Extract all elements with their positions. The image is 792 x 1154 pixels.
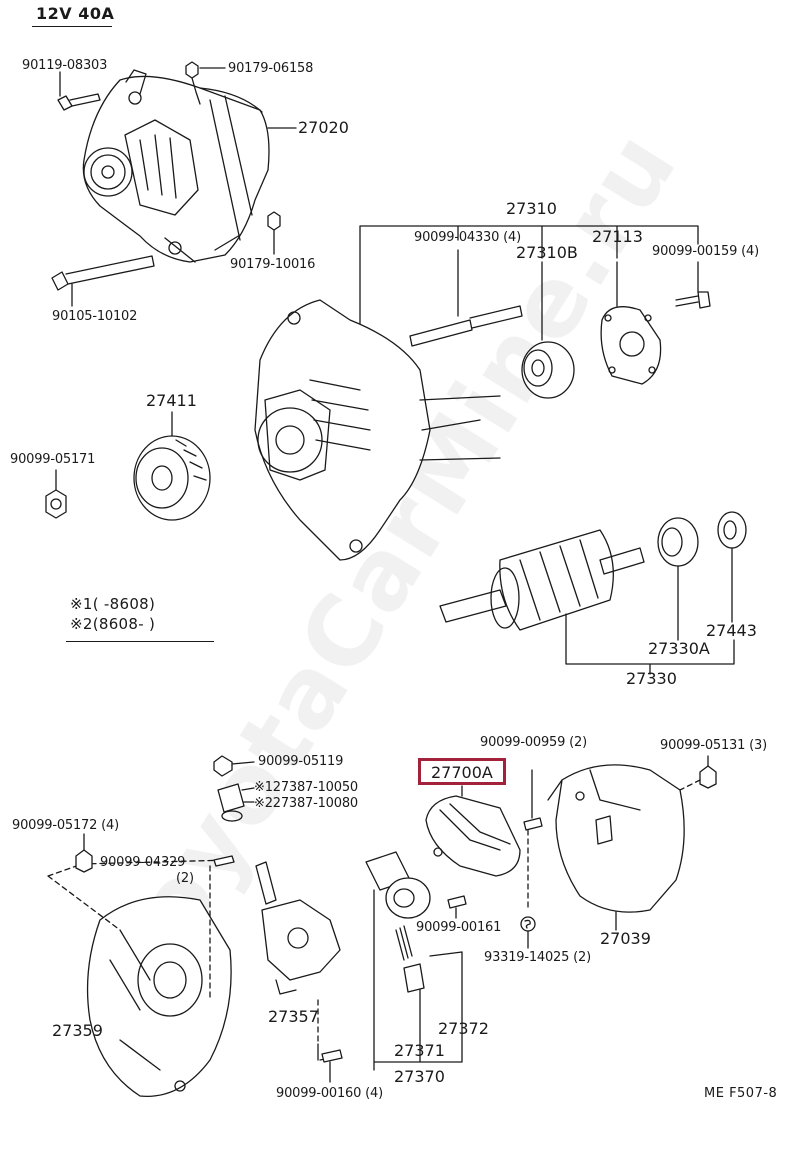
part-label: 27310 — [506, 199, 557, 218]
rear-cover-27039-drawing — [547, 764, 685, 931]
dashed-guide-27039 — [679, 779, 701, 791]
part-label: (2) — [176, 871, 194, 886]
diagram-code: ME F507-8 — [704, 1086, 778, 1101]
part-label: 27330 — [626, 669, 677, 688]
part-label: ※227387-10080 — [254, 796, 358, 811]
part-label: 90099-00161 — [416, 920, 502, 935]
part-label: 27039 — [600, 929, 651, 948]
note-underline — [66, 641, 214, 642]
part-label: 90099-05171 — [10, 452, 96, 467]
part-label: 27443 — [706, 621, 757, 640]
bracket-27330 — [565, 613, 735, 675]
washer-93319-14025-drawing — [520, 916, 536, 949]
leader-27372 — [429, 951, 463, 957]
screw-90099-00159-drawing — [675, 261, 711, 309]
part-label: 27020 — [298, 118, 349, 137]
screw-90099-00160-drawing — [321, 1049, 343, 1083]
pulley-27411-drawing — [133, 411, 211, 521]
part-label: 90119-08303 — [22, 58, 108, 73]
part-label: 90105-10102 — [52, 309, 138, 324]
rectifier-holder-27357-drawing — [255, 861, 341, 1061]
drive-end-frame-drawing — [254, 299, 501, 561]
part-label: 90099-00159 (4) — [652, 244, 759, 259]
nut-90099-05131-drawing — [699, 755, 717, 789]
part-label: 90099-00959 (2) — [480, 735, 587, 750]
part-label: 27113 — [592, 227, 643, 246]
part-label: 27370 — [394, 1067, 445, 1086]
highlighted-part-box[interactable]: 27700A — [418, 758, 506, 785]
rotor-drawing — [439, 529, 645, 631]
part-label: 90099-00160 (4) — [276, 1086, 383, 1101]
page-title: 12V 40A — [36, 4, 115, 23]
part-label: 27330A — [648, 639, 710, 658]
part-label: 27372 — [438, 1019, 489, 1038]
screw-90099-00959-drawing — [523, 769, 543, 911]
part-label: 27411 — [146, 391, 197, 410]
part-label: 27371 — [394, 1041, 445, 1060]
bracket-27310 — [359, 225, 699, 341]
bearing-27330A-drawing — [657, 517, 699, 641]
part-label: 90099-05172 (4) — [12, 818, 119, 833]
nut-90099-05119-drawing — [213, 755, 255, 777]
bolt-90119-08303-drawing — [57, 71, 101, 111]
retainer-plate-27113-drawing — [600, 261, 662, 385]
part-label: 90179-10016 — [230, 257, 316, 272]
alternator-assembly-drawing — [82, 69, 270, 263]
bracket-27370 — [373, 889, 463, 1071]
nut-90179-10016-drawing — [267, 211, 281, 255]
screw-90099-00161-drawing — [447, 895, 467, 919]
brush-holder-27370-drawing — [365, 851, 431, 993]
nut-90099-05172-drawing — [75, 833, 93, 873]
highlighted-part-label: 27700A — [431, 763, 493, 782]
part-label: 90099-04329 — [100, 855, 186, 870]
nut-90099-05171-drawing — [45, 469, 67, 519]
bearing-27310B-drawing — [521, 261, 575, 399]
bolt-90105-10102-drawing — [51, 255, 155, 307]
part-label: 27359 — [52, 1021, 103, 1040]
title-underline — [32, 26, 112, 27]
part-label: 93319-14025 (2) — [484, 950, 591, 965]
part-label: 27310B — [516, 243, 578, 262]
part-label: 90099-04330 (4) — [414, 230, 521, 245]
insulator-27387-drawing — [217, 783, 255, 822]
regulator-27700A-drawing — [425, 785, 521, 877]
part-label: 27357 — [268, 1007, 319, 1026]
cover-27443-drawing — [717, 511, 747, 623]
screw-90099-04329-drawing — [209, 855, 235, 1001]
nut-90179-06158-drawing — [185, 61, 226, 105]
note-2: ※2(8608- ) — [70, 615, 156, 633]
part-label: 90099-05119 — [258, 754, 344, 769]
stud-bolt-90099-04330-drawing — [409, 249, 523, 347]
part-label: ※127387-10050 — [254, 780, 358, 795]
part-label: 90179-06158 — [228, 61, 314, 76]
part-label: 90099-05131 (3) — [660, 738, 767, 753]
note-1: ※1( -8608) — [70, 595, 156, 613]
rectifier-end-frame-drawing — [86, 896, 232, 1098]
